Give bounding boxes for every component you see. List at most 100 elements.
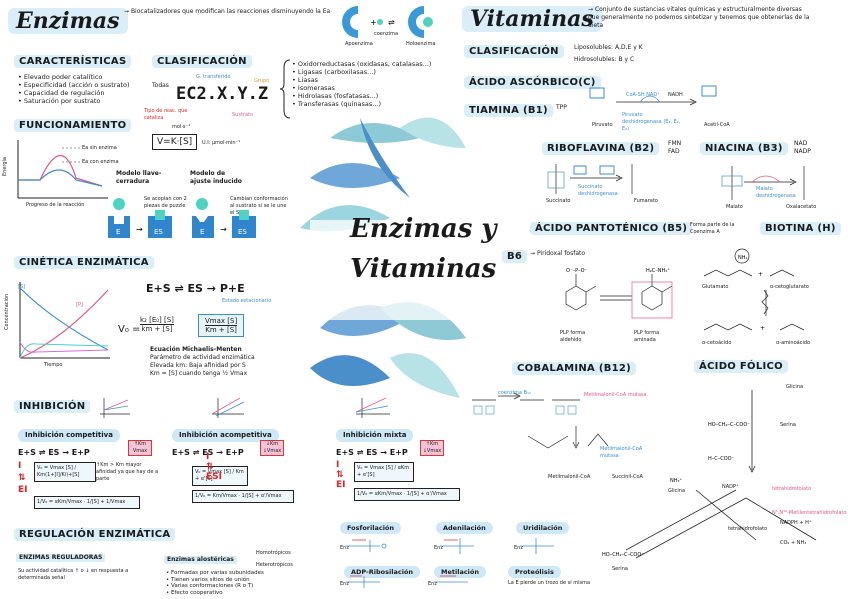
svg-text:Enz: Enz: [514, 545, 523, 551]
clase-enzima: Hidrolasas (fosfatasas...): [292, 92, 431, 100]
kinetics-eq1-num: k₂ [E₀] [S]: [140, 316, 174, 325]
riboflavina-fumarato: Fumarato: [634, 198, 658, 204]
caracteristica-item: Elevado poder catalítico: [18, 73, 130, 81]
alostericas-list: Formadas por varias subunidades Tienen v…: [166, 570, 264, 596]
energy-xlabel: Progreso de la reacción: [26, 202, 85, 208]
svg-text:NH₃⁺: NH₃⁺: [670, 478, 683, 484]
kinetics-eq2-num: Vmax [S]: [205, 317, 238, 326]
vitaminas-title: Vitaminas: [462, 6, 602, 32]
svg-text:→: →: [136, 225, 143, 234]
svg-text:coenzima B₁₂: coenzima B₁₂: [498, 390, 531, 396]
svg-text:Metilmalonil-CoA mutasa: Metilmalonil-CoA mutasa: [584, 392, 647, 398]
biotina-aminoacido: α-aminoácido: [776, 340, 811, 346]
biotina-glutamato: Glutamato: [702, 284, 729, 290]
niacina-nad: NAD NADP: [794, 140, 811, 155]
biotina-heading: BIOTINA (H): [760, 222, 841, 235]
center-title-line2: Vitaminas: [350, 254, 497, 284]
es-induced-shape: [232, 216, 256, 238]
mod-adp-ribosilacion: ADP-Ribosilación: [344, 566, 421, 578]
svg-text:Enz: Enz: [340, 545, 349, 551]
clasificacion-brace: [279, 59, 291, 119]
cinetica-heading: CINÉTICA ENZIMÁTICA: [14, 256, 154, 269]
clasificacion-classes: Oxidorreductasas (oxidasas, catalasas...…: [292, 60, 431, 108]
vitaminas-clasificacion: CLASIFICACIÓN: [464, 45, 564, 58]
apoenzima-label: Apoenzima: [345, 41, 373, 47]
svg-text:ES: ES: [238, 228, 247, 236]
center-title-line1: Enzimas y: [350, 214, 497, 244]
svg-text:→: →: [220, 225, 227, 234]
energy-diagram: [17, 140, 108, 199]
regulacion-heading: REGULACIÓN ENZIMÁTICA: [14, 528, 176, 541]
inhibicion-lineweaver: 1/V₀ = αKm/Vmax · 1/[S] + α'/Vmax: [354, 488, 460, 501]
funcionamiento-formula: V=K·[S]: [152, 134, 198, 150]
riboflavina-sdh: Succinato deshidrogenasa: [578, 184, 618, 197]
cobalamina-heading: COBALAMINA (B12): [512, 362, 637, 375]
inhibicion-type-title: Inhibición competitiva: [18, 429, 120, 442]
svg-text:CoA-SH NAD⁺: CoA-SH NAD⁺: [626, 92, 660, 98]
b6-name: → Piridoxal fosfato: [530, 250, 585, 258]
riboflavina-fmn: FMN FAD: [668, 140, 682, 155]
svg-text:ES: ES: [154, 228, 163, 236]
inhibitor-symbol: I⇅ESI: [206, 452, 222, 482]
inhibicion-type-title: Inhibición mixta: [336, 429, 414, 442]
svg-text:E: E: [116, 228, 120, 236]
es-complex-shape: [148, 216, 172, 238]
modelo-ajuste-inducido: Modelo de ajuste inducido: [190, 170, 242, 185]
energy-ylabel: Energía: [2, 157, 8, 176]
apoenzima-holoenzima-diagram: + ⇌: [342, 6, 433, 38]
modelo-llave-cerradura: Modelo llave-cerradura: [116, 170, 162, 185]
alostericas-hetero: Heterotrópicos: [256, 562, 293, 568]
inhibicion-badge: ↑Km ↓Vmax: [420, 440, 444, 456]
curve-es: [19, 343, 109, 359]
svg-text:E: E: [200, 228, 204, 236]
acido-folico-heading: ÁCIDO FÓLICO: [694, 360, 788, 373]
holoenzima-label: Holoenzima: [406, 41, 436, 47]
enzimas-def-arrow: →: [124, 8, 131, 15]
riboflavina-reaction: [547, 164, 633, 194]
niacina-heading: NIACINA (B3): [700, 142, 788, 155]
biotina-structures: NH₂ + +: [703, 248, 805, 332]
inhibicion-mixta: Inhibición mixta E+S ⇌ ES → E+P ↑Km ↓Vma…: [336, 422, 466, 501]
folico-reaction: HO–CH₂–C–COO⁻ H–C–COO⁻ NH₃⁺ HO–CH₂–C–COO…: [602, 390, 846, 559]
curve-sin-enzima: [18, 155, 103, 187]
kinetics-v0-label: V₀ =: [118, 324, 141, 335]
apoenzima-shape: [342, 6, 358, 38]
plp-aldehido: PLP forma aldehído: [560, 330, 586, 343]
alostericas-homo: Homotrópicos: [256, 550, 291, 556]
tiamina-reaction: CoA-SH NAD⁺ NADH: [589, 85, 717, 106]
enzyme-models: → → E ES E ES: [108, 198, 256, 238]
riboflavina-heading: RIBOFLAVINA (B2): [542, 142, 660, 155]
inhibicion-badge: ↑Km Vmax: [128, 440, 152, 456]
inhibicion-equation: V₀ = Vmax [S] / Km + α'[S]: [192, 466, 248, 486]
enzimas-alostericas-label: Enzimas alostéricas: [164, 556, 237, 564]
acido-ascorbico-heading: ÁCIDO ASCÓRBICO(C): [464, 76, 601, 89]
substrate-key: [113, 198, 125, 210]
plot-mixta: [355, 397, 390, 418]
folico-glicina-top: Glicina: [786, 384, 804, 390]
tiamina-tpp: TPP: [556, 104, 567, 111]
svg-text:+: +: [758, 271, 763, 278]
center-leaves: [300, 117, 466, 398]
holoenzima-coenzima: [423, 17, 433, 27]
funcionamiento-heading: FUNCIONAMIENTO: [14, 119, 132, 132]
inhibicion-heading: INHIBICIÓN: [14, 400, 91, 413]
cobalamina-metilmalonil: Metilmalonil-CoA: [548, 474, 591, 480]
svg-text:Enz: Enz: [428, 581, 437, 587]
leaf-cluster-top: [300, 117, 466, 232]
energy-con-enzima-label: Ea con enzima: [82, 159, 119, 165]
enzimas-def-text: Biocatalizadores que modifican las reacc…: [130, 8, 331, 15]
modelo-note-1: Se acoplan con 2 piezas de puzzle: [144, 196, 187, 209]
folico-co2: CO₂ + NH₃: [780, 540, 807, 546]
mod-metilacion: Metilación: [434, 566, 487, 578]
svg-text:HO–CH₂–C–COO⁻: HO–CH₂–C–COO⁻: [602, 552, 644, 558]
modelo-note-2: Cambian conformación al sustrato si se l…: [230, 196, 288, 216]
niacina-reaction: [721, 166, 805, 200]
kinetics-note: Km = [S] cuando tenga ½ Vmax: [150, 370, 248, 377]
enzimas-title: Enzimas: [8, 8, 128, 34]
cobalamina-reaction: coenzima B₁₂ Metilmalonil-CoA mutasa: [472, 390, 647, 449]
inhibicion-type-title: Inhibición acompetitiva: [172, 429, 279, 442]
alostericas-item: Tienen varios sitios de unión: [166, 577, 264, 584]
mod-fosforilacion: Fosforilación: [340, 522, 402, 534]
plus-sign: +: [370, 18, 377, 27]
folico-glicina: Glicina: [668, 488, 686, 494]
